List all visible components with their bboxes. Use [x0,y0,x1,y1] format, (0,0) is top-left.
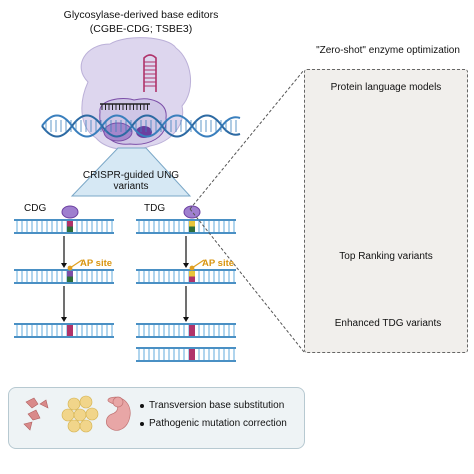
base-mark-bottom [67,226,73,232]
ladder-tdg-3 [136,323,236,338]
title-line-2: (CGBE-CDG; TSBE3) [89,23,193,35]
base-mark-top [67,221,73,227]
dna-ladders [14,205,236,362]
zero-shot-panel [304,69,468,353]
focus-trapezoid [70,147,192,197]
outcome-item: Transversion base substitution [149,400,285,411]
ap-pointer-tdg [191,259,205,269]
fetus-icon [106,396,131,431]
title-line-1: Glycosylase-derived base editors [63,9,219,21]
base-mark-bottom [67,330,73,336]
arrow-cdg-1-head [61,263,67,268]
cell-cluster-icon [23,397,49,431]
base-mark-bottom [189,354,195,360]
ladder-tdg-4 [136,347,236,362]
base-mark-bottom [67,276,73,282]
ladder-cdg-3 [14,323,114,338]
outcome-box [8,387,305,449]
ladder-tdg-2 [136,269,236,284]
base-mark-bottom [189,276,195,282]
ap-pointer-cdg [69,259,83,269]
hairpin-rungs [144,61,156,87]
editor-bubble-tdg [183,205,201,219]
base-mark-top [67,271,73,277]
ranking-label: Top Ranking variants [339,251,433,262]
arrow-tdg-1-head [183,263,189,268]
base-mark-top [67,325,73,331]
ap-pointer-cdg-dot [67,265,73,271]
dna-helix [41,114,241,138]
ladder-tdg-1 [136,219,236,234]
bullet-icon [140,404,144,408]
base-mark-bottom [189,330,195,336]
zero-shot-title: "Zero-shot" enzyme optimization [316,45,460,56]
arrow-cdg-2-head [61,317,67,322]
ap-site-label-left: AP site [80,258,113,269]
helix-strand-b [41,114,241,138]
ap-site-label-right: AP site [202,258,235,269]
spacer-comb-teeth [101,104,148,110]
protein-model-label: Protein language models [330,82,442,93]
ladder-cdg-1 [14,219,114,234]
ladder-cdg-2 [14,269,114,284]
outcome-item: Pathogenic mutation correction [149,418,287,429]
base-mark-bottom [189,226,195,232]
enhanced-label: Enhanced TDG variants [334,318,442,329]
hairpin-rna [143,54,157,92]
bullet-icon [140,422,144,426]
editor-bubble-cdg [61,205,79,219]
column-label-tdg: TDG [144,203,166,214]
crispr-label-line-2: variants [113,181,149,192]
embryo-icon [61,395,99,433]
column-label-cdg: CDG [24,203,47,214]
helix-strand-a [41,114,241,138]
helix-base-pairs [45,120,237,132]
arrow-tdg-2-head [183,317,189,322]
ap-pointer-tdg-dot [189,265,195,271]
base-mark-top [189,325,195,331]
base-mark-top [189,349,195,355]
base-mark-top [189,221,195,227]
base-mark-top [189,271,195,277]
crispr-label-line-1: CRISPR-guided UNG [82,170,180,181]
connector-line-bottom [189,208,305,353]
